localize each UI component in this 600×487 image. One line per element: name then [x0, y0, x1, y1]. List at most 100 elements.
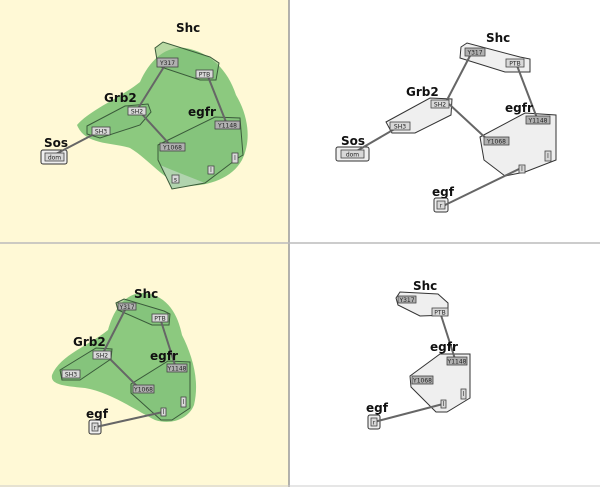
site-sh3 [91, 126, 111, 136]
molecule-label-egf: egf [366, 401, 389, 415]
site-label: Y1068 [486, 139, 506, 146]
molecule-label-egfr: egfr [150, 349, 178, 363]
molecule-label-grb2: Grb2 [104, 91, 137, 105]
site-y317 [117, 302, 137, 311]
site-label: r [373, 420, 376, 427]
site-label: Y317 [466, 50, 482, 57]
molecule-label-sos: Sos [341, 134, 365, 148]
site-label: r [440, 203, 443, 210]
site-l [160, 407, 167, 417]
molecule-label-grb2: Grb2 [73, 335, 106, 349]
site-l [518, 164, 526, 174]
site-y1148 [525, 115, 551, 125]
site-label: l [547, 153, 549, 160]
panel-top-left: Shc Grb2 Sos egfr Y317 PTB SH2 SH3 dom Y… [40, 21, 248, 190]
site-label: l [163, 409, 165, 416]
site-label: SH3 [394, 124, 406, 131]
panel-top-right: Shc Grb2 Sos egfr egf Y317 PTB SH2 SH3 d… [335, 31, 557, 213]
site-label: l [234, 155, 236, 162]
panel-bottom-right: Shc egfr egf Y317 PTB Y1148 Y1068 l l r [366, 279, 471, 430]
site-r [436, 200, 446, 210]
bond-l-r [373, 403, 444, 423]
molecule-label-shc: Shc [176, 21, 200, 35]
site-label: Y317 [398, 297, 414, 304]
site-y1068 [132, 384, 155, 394]
molecule-label-shc: Shc [134, 287, 158, 301]
site-label: Y317 [118, 304, 134, 311]
site-y1148 [446, 356, 468, 366]
site-y317 [464, 47, 486, 57]
site-dom [44, 152, 65, 162]
bond-y317-sh2 [101, 305, 128, 356]
site-label: PTB [199, 72, 210, 79]
site-label: SH2 [131, 109, 143, 116]
site-label: SH2 [96, 353, 108, 360]
site-label: SH2 [434, 102, 446, 109]
bond-ptb-y1148 [515, 62, 538, 119]
bond-ptb-y1148 [439, 311, 456, 360]
site-label: Y1148 [217, 123, 237, 130]
molecule-label-egfr: egfr [188, 105, 216, 119]
site-ptb [505, 58, 525, 68]
site-label: s [174, 177, 177, 184]
site-y1148 [166, 363, 188, 373]
site-y1068 [483, 136, 510, 146]
site-label: Y1068 [412, 378, 432, 385]
site-dom [340, 149, 365, 159]
site-ptb [431, 307, 449, 317]
site-label: Y1148 [167, 366, 187, 373]
site-y1068 [411, 375, 434, 385]
site-l [440, 399, 447, 409]
panel-bottom-left: Shc Grb2 egfr egf Y317 PTB SH2 SH3 Y1148… [51, 287, 197, 435]
site-label: PTB [154, 316, 165, 323]
site-l [180, 396, 187, 408]
site-y317 [156, 57, 179, 68]
site-l [207, 165, 215, 175]
site-label: Y1068 [162, 145, 182, 152]
molecule-label-shc: Shc [413, 279, 437, 293]
site-label: Y1148 [528, 118, 548, 125]
site-y1068 [159, 142, 186, 152]
bond-ptb-y1148 [206, 73, 227, 123]
bond-sh2-y1068 [448, 103, 491, 143]
site-l [231, 152, 239, 164]
egfr-outline [409, 353, 471, 413]
site-label: l [521, 166, 523, 173]
molecule-label-grb2: Grb2 [406, 85, 439, 99]
molecule-label-egfr: egfr [505, 101, 533, 115]
bond-y317-sh2 [445, 51, 473, 103]
site-y317 [397, 295, 417, 304]
bond-sh2-y1068 [139, 111, 173, 148]
site-sh3 [389, 121, 411, 131]
site-label: PTB [509, 61, 520, 68]
egfr-outline [479, 112, 557, 177]
site-label: dom [48, 155, 61, 162]
site-label: PTB [434, 310, 445, 317]
site-l [460, 388, 467, 400]
bond-l-r [95, 411, 164, 428]
site-r [91, 422, 99, 432]
site-ptb [151, 313, 169, 323]
site-s [171, 174, 180, 184]
bond-y317-sh2 [136, 61, 168, 111]
site-label: Y1148 [447, 359, 467, 366]
site-label: Y317 [159, 60, 175, 67]
site-sh3 [61, 369, 81, 379]
site-label: SH3 [95, 129, 107, 136]
site-label: l [183, 399, 185, 406]
site-y1148 [214, 120, 241, 130]
bond-sh2-y1068 [107, 356, 141, 390]
site-label: Y1068 [133, 387, 153, 394]
bond-l-r [442, 168, 520, 207]
molecule-label-shc: Shc [486, 31, 510, 45]
egfr-outline [130, 360, 191, 421]
site-sh2 [430, 99, 450, 109]
site-label: dom [346, 152, 359, 159]
site-label: r [94, 425, 97, 432]
site-sh2 [92, 350, 112, 360]
site-label: l [443, 401, 445, 408]
site-label: l [210, 167, 212, 174]
site-ptb [195, 69, 214, 79]
site-l [544, 150, 552, 162]
